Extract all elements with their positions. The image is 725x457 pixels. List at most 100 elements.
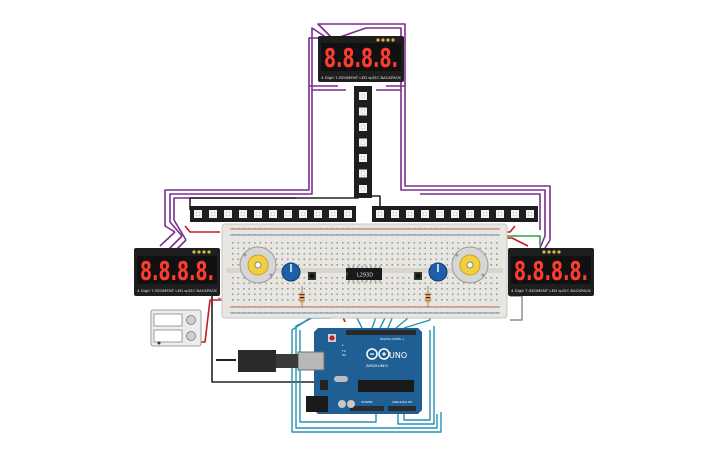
breadboard-hole xyxy=(320,282,322,285)
push-button-left[interactable] xyxy=(308,272,316,280)
wire-purple[interactable] xyxy=(308,37,338,87)
breadboard-hole xyxy=(479,282,482,285)
breadboard-hole xyxy=(463,242,465,244)
wire-purple[interactable] xyxy=(400,90,546,249)
breadboard-hole xyxy=(490,228,493,230)
neopixel-led-core xyxy=(423,211,428,216)
neopixel-led-core xyxy=(361,186,366,191)
breadboard-hole xyxy=(358,288,361,290)
wire-red[interactable] xyxy=(184,225,220,233)
wire-purple[interactable] xyxy=(169,90,313,237)
battery-switch xyxy=(157,341,161,345)
breadboard-hole xyxy=(369,282,372,285)
breadboard-hole xyxy=(270,242,273,244)
potentiometer-left[interactable] xyxy=(281,262,301,282)
resistor-band xyxy=(299,300,305,302)
neopixel-strip-vertical[interactable] xyxy=(354,86,372,198)
display-right[interactable]: 8.8.8.8. 4 Digit 7-SEGMENT LED w/I2C BAC… xyxy=(508,248,594,296)
breadboard-hole xyxy=(303,228,306,230)
breadboard-hole xyxy=(303,234,306,236)
chip-pin xyxy=(361,265,364,268)
breadboard-hole xyxy=(347,293,350,296)
neopixel-led-core xyxy=(513,211,518,216)
display-left[interactable]: 8.8.8.8. 4 Digit 7-SEGMENT LED w/I2C BAC… xyxy=(134,248,220,296)
breadboard-hole xyxy=(391,312,394,314)
wire-black[interactable] xyxy=(211,290,330,383)
wire-purple[interactable] xyxy=(167,235,183,251)
neopixel-led-core xyxy=(468,211,473,216)
breadboard-hole xyxy=(276,258,278,261)
breadboard-hole xyxy=(237,299,240,301)
wire-purple[interactable] xyxy=(164,86,310,233)
breadboard-hole xyxy=(243,228,245,230)
arduino-uno[interactable]: UNO ARDUINO DIGITAL (PWM~) POWER ANALOG … xyxy=(238,328,422,414)
wire-purple[interactable] xyxy=(317,23,406,87)
breadboard-hole xyxy=(490,293,493,296)
breadboard-hole xyxy=(380,288,383,290)
atmega-chip xyxy=(358,380,414,392)
breadboard-hole xyxy=(331,258,333,261)
wire-purple[interactable] xyxy=(404,86,551,249)
usb-port[interactable] xyxy=(297,351,325,371)
breadboard-hole xyxy=(276,228,278,230)
wire-black[interactable] xyxy=(189,86,359,210)
wire-purple[interactable] xyxy=(336,27,402,91)
breadboard-hole xyxy=(419,306,421,308)
display-top[interactable]: 8.8.8.8. 4 Digit 7-SEGMENT LED w/I2C BAC… xyxy=(318,36,404,82)
breadboard-hole xyxy=(430,228,432,230)
breadboard-hole xyxy=(237,258,240,261)
breadboard-hole xyxy=(375,247,377,250)
motor-driver-chip[interactable]: L293D xyxy=(346,265,382,283)
breadboard-hole xyxy=(485,299,487,301)
breadboard-hole xyxy=(325,234,328,236)
potentiometer-right[interactable] xyxy=(428,262,448,282)
wire-purple[interactable] xyxy=(420,193,541,230)
neopixel-strip-horizontal-right[interactable] xyxy=(372,206,538,222)
breadboard-hole xyxy=(353,242,355,244)
breadboard-hole xyxy=(413,312,416,314)
power-jack[interactable] xyxy=(306,396,328,412)
breadboard-hole xyxy=(391,247,394,250)
l-label: L xyxy=(342,343,344,347)
breadboard-hole xyxy=(347,282,350,285)
wire-purple[interactable] xyxy=(159,231,176,247)
resistor-left[interactable] xyxy=(299,286,305,308)
breadboard-hole xyxy=(243,312,245,314)
breadboard-hole xyxy=(419,299,421,301)
resistor-right[interactable] xyxy=(425,286,431,308)
breadboard-hole xyxy=(347,258,350,261)
neopixel-led-core xyxy=(361,124,366,129)
neopixel-strip-horizontal-left[interactable] xyxy=(190,206,356,222)
breadboard-hole xyxy=(452,293,454,296)
wire-purple[interactable] xyxy=(311,27,346,91)
chip-notch xyxy=(346,272,348,276)
breadboard-hole xyxy=(292,282,295,285)
wire-blue[interactable] xyxy=(291,317,442,433)
breadboard-hole xyxy=(452,299,454,301)
breadboard-hole xyxy=(446,293,449,296)
breadboard-hole xyxy=(276,234,278,236)
breadboard-hole xyxy=(358,293,361,296)
breadboard-hole xyxy=(391,299,394,301)
breadboard-hole xyxy=(237,288,240,290)
breadboard-hole xyxy=(424,288,427,290)
push-button-right[interactable] xyxy=(414,272,422,280)
dc-motor-right[interactable] xyxy=(451,246,489,284)
wire-grey[interactable] xyxy=(510,295,523,321)
breadboard-hole xyxy=(402,299,405,301)
breadboard-hole xyxy=(485,288,487,290)
breadboard-hole xyxy=(413,228,416,230)
breadboard-hole xyxy=(490,277,493,279)
breadboard-hole xyxy=(419,282,421,285)
breadboard-hole xyxy=(336,264,339,266)
battery-pack[interactable] xyxy=(150,309,202,347)
dc-motor-left[interactable] xyxy=(239,246,277,284)
breadboard-hole xyxy=(298,282,300,285)
breadboard-hole xyxy=(353,306,355,308)
wire-green[interactable] xyxy=(505,235,541,246)
neopixel-led-core xyxy=(331,211,336,216)
breadboard-hole xyxy=(375,288,377,290)
breadboard-hole xyxy=(358,306,361,308)
breadboard-hole xyxy=(446,288,449,290)
